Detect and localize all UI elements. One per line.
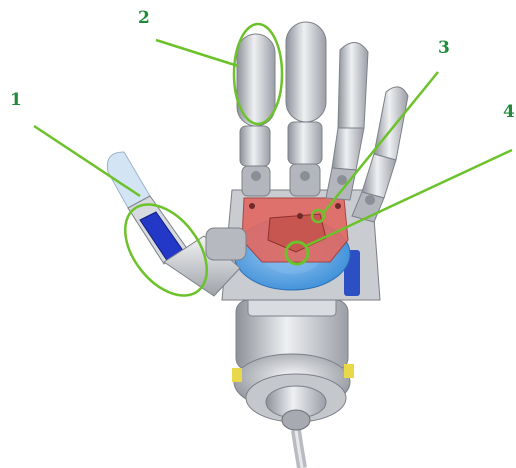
cable (296, 430, 302, 468)
palm-plate (242, 198, 348, 262)
index-finger (237, 34, 275, 196)
wrist-base (232, 296, 354, 430)
callout-label-2: 2 (138, 10, 150, 27)
callout-label-3: 3 (438, 40, 450, 57)
thumb (107, 152, 246, 296)
callout-label-1: 1 (10, 92, 22, 109)
leader-line-2 (156, 40, 238, 66)
callout-label-4: 4 (503, 104, 515, 121)
ring-finger (326, 42, 368, 200)
middle-finger (286, 22, 326, 196)
